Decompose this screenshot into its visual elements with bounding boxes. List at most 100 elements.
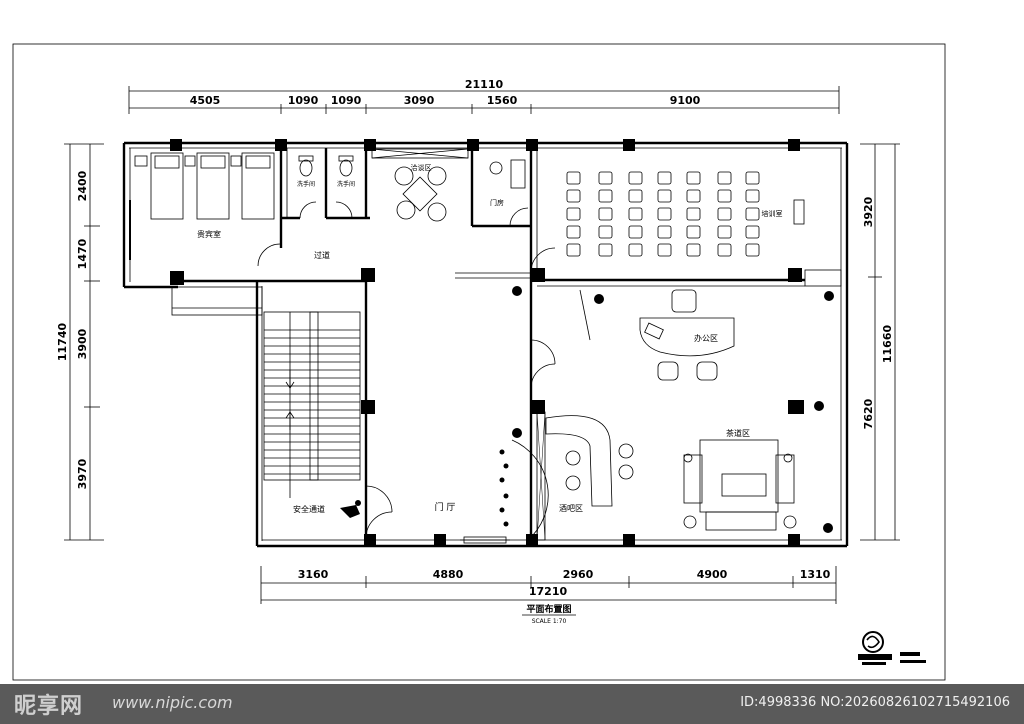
chair-icon <box>717 243 732 257</box>
toilet-icon <box>298 155 354 219</box>
dim-left-total: 11740 <box>56 323 69 362</box>
entrance-door <box>460 439 549 544</box>
dim-top-6: 9100 <box>670 94 701 107</box>
chair-icon <box>628 189 643 203</box>
watermark-band: 昵享网 www.nipic.com ID:4998336 NO:20260826… <box>0 684 1024 724</box>
chair-icon <box>598 225 613 239</box>
office-door <box>530 289 591 389</box>
chair-icon <box>745 207 760 221</box>
room-washroom-2: 洗手间 <box>337 180 355 188</box>
dim-right-total: 11660 <box>881 325 894 364</box>
chair-icon <box>657 243 672 257</box>
decor-dot <box>499 449 505 455</box>
chair-icon <box>566 171 581 185</box>
room-guest: 贵宾室 <box>197 229 221 239</box>
chair-icon <box>598 171 613 185</box>
chair-icon <box>745 243 760 257</box>
dim-left-1: 2400 <box>76 170 89 201</box>
watermark-url: www.nipic.com <box>112 693 233 712</box>
plant-icon <box>512 286 834 533</box>
chair-icon <box>686 225 701 239</box>
decor-dot <box>503 463 509 469</box>
corridor-door <box>257 243 556 273</box>
entrance-decor <box>499 449 509 527</box>
chair-icon <box>566 243 581 257</box>
podium <box>793 199 805 225</box>
training-seats <box>566 171 760 257</box>
watermark-logo: 昵享网 <box>14 694 84 719</box>
room-lobby: 门 厅 <box>435 501 456 513</box>
dim-right-1: 3920 <box>862 196 875 227</box>
room-training: 培训室 <box>762 209 783 218</box>
dim-right-2: 7620 <box>862 398 875 429</box>
room-bar: 酒吧区 <box>559 504 583 513</box>
negotiation-table <box>371 148 469 222</box>
decor-dot <box>499 507 505 513</box>
chair-icon <box>717 171 732 185</box>
dim-top-2: 1090 <box>288 94 319 107</box>
chair-icon <box>686 189 701 203</box>
chair-icon <box>657 207 672 221</box>
dim-bottom-4: 4900 <box>697 568 728 581</box>
room-negotiation: 洽谈区 <box>411 163 432 172</box>
chair-icon <box>628 171 643 185</box>
dim-left-4: 3970 <box>76 458 89 489</box>
sheet-border <box>12 43 946 681</box>
chair-icon <box>628 207 643 221</box>
room-stair: 安全通道 <box>293 504 325 514</box>
person-icon <box>340 500 361 518</box>
chair-icon <box>686 243 701 257</box>
chair-icon <box>566 225 581 239</box>
left-dimensions: 11740 2400 1470 3900 3970 <box>56 143 104 541</box>
chair-icon <box>745 225 760 239</box>
chair-icon <box>717 207 732 221</box>
chair-icon <box>686 207 701 221</box>
dim-top-5: 1560 <box>487 94 518 107</box>
chair-icon <box>745 171 760 185</box>
duty-room-furniture <box>489 159 529 227</box>
chair-icon <box>657 189 672 203</box>
chair-icon <box>628 225 643 239</box>
office-desk <box>639 289 735 381</box>
dim-bottom-1: 3160 <box>298 568 329 581</box>
chair-icon <box>566 207 581 221</box>
room-office: 办公区 <box>694 333 718 343</box>
staircase <box>263 311 361 498</box>
chair-icon <box>686 171 701 185</box>
chair-icon <box>598 243 613 257</box>
stair-door <box>365 485 393 539</box>
bed-icon <box>129 152 275 260</box>
bar-counter <box>545 415 634 507</box>
decor-dot <box>503 493 509 499</box>
designer-logo-icon <box>858 631 926 665</box>
dim-top-4: 3090 <box>404 94 435 107</box>
dim-top-3: 1090 <box>331 94 362 107</box>
room-duty: 门房 <box>490 198 504 207</box>
dim-bottom-5: 1310 <box>800 568 831 581</box>
decor-dot <box>503 521 509 527</box>
watermark-id: ID:4998336 NO:20260826102715492106 <box>740 695 1010 710</box>
dim-bottom-2: 4880 <box>433 568 464 581</box>
top-dimensions: 21110 4505 1090 1090 3090 1560 9100 <box>128 78 840 114</box>
room-tea: 茶道区 <box>726 428 750 438</box>
bottom-dimensions: 3160 4880 2960 4900 1310 17210 <box>260 566 837 604</box>
right-dimensions: 3920 7620 11660 <box>860 143 900 541</box>
decor-dot <box>499 477 505 483</box>
columns <box>170 139 804 546</box>
stair-arrow-icon <box>285 370 295 430</box>
floor-plan: 21110 4505 1090 1090 3090 1560 9100 3160… <box>12 43 946 681</box>
chair-icon <box>745 189 760 203</box>
chair-icon <box>566 189 581 203</box>
chair-icon <box>717 189 732 203</box>
chair-icon <box>598 189 613 203</box>
room-corridor: 过道 <box>314 250 330 260</box>
walls <box>122 141 849 548</box>
chair-icon <box>657 171 672 185</box>
dim-bottom-total: 17210 <box>529 585 568 598</box>
dim-top-total: 21110 <box>465 78 504 91</box>
room-washroom-1: 洗手间 <box>297 180 315 188</box>
chair-icon <box>717 225 732 239</box>
drawing-scale: SCALE 1:70 <box>532 618 567 625</box>
chair-icon <box>657 225 672 239</box>
dim-top-1: 4505 <box>190 94 221 107</box>
